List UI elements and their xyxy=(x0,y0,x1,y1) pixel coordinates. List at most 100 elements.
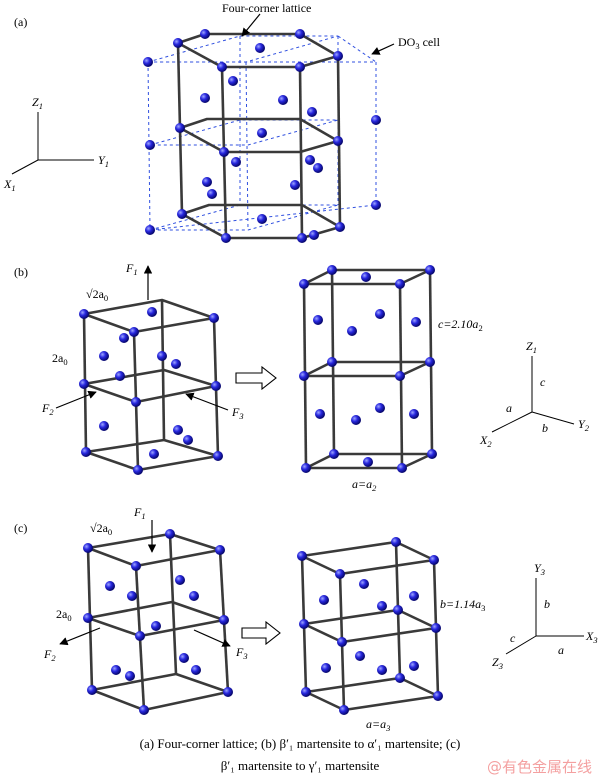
atom xyxy=(351,415,361,425)
atom xyxy=(393,605,403,615)
atom xyxy=(335,569,345,579)
edge-top-label-b: √2a0 xyxy=(86,287,108,303)
atom xyxy=(135,631,145,641)
atom xyxy=(131,561,141,571)
atom xyxy=(295,62,305,72)
axis-y1-label: Y1 xyxy=(98,153,109,169)
atom xyxy=(431,623,441,633)
atom xyxy=(223,687,233,697)
axis-c-label-c: c xyxy=(510,631,516,645)
atom xyxy=(79,379,89,389)
atom xyxy=(79,309,89,319)
atoms-cell-b-left xyxy=(79,307,223,475)
atom xyxy=(297,551,307,561)
four-corner-label: Four-corner lattice xyxy=(222,1,311,15)
atom xyxy=(377,601,387,611)
edge-side-label-b: 2a0 xyxy=(52,351,68,367)
atom xyxy=(329,449,339,459)
axis-b-label-c: b xyxy=(544,597,550,611)
atom xyxy=(133,465,143,475)
atom xyxy=(333,51,343,61)
atom xyxy=(313,315,323,325)
atom xyxy=(145,225,155,235)
cell-c-right xyxy=(300,540,440,712)
axis-y2-label-b: Y2 xyxy=(578,417,590,433)
force-f1-label-b: F1 xyxy=(125,261,138,277)
atom xyxy=(173,38,183,48)
atom xyxy=(207,189,217,199)
panel-c-label: (c) xyxy=(14,521,27,535)
atom xyxy=(391,537,401,547)
atom xyxy=(295,29,305,39)
atom xyxy=(375,309,385,319)
atom xyxy=(307,107,317,117)
edge-top-label-c: √2a0 xyxy=(90,521,112,537)
axis-x3-label-c: X3 xyxy=(585,629,598,645)
atom xyxy=(257,214,267,224)
atom xyxy=(395,279,405,289)
panel-a: (a) xyxy=(3,1,441,243)
atom xyxy=(115,371,125,381)
atoms-cell-c-left xyxy=(83,529,233,715)
atom xyxy=(127,591,137,601)
axis-z1-label-b: Z1 xyxy=(526,339,537,355)
atom xyxy=(255,43,265,53)
atom xyxy=(211,381,221,391)
four-corner-arrow xyxy=(241,13,261,37)
atom xyxy=(375,403,385,413)
atoms-panel-a xyxy=(143,29,381,243)
atom xyxy=(228,76,238,86)
panel-b: (b) xyxy=(14,261,590,493)
atom xyxy=(327,265,337,275)
atom xyxy=(81,447,91,457)
atom xyxy=(433,691,443,701)
atoms-cell-c-right xyxy=(297,537,443,715)
atom xyxy=(87,685,97,695)
atom xyxy=(219,615,229,625)
atom xyxy=(301,687,311,697)
atom xyxy=(377,665,387,675)
figure-caption-line2: β′₁ martensite to γ′₁ martensite xyxy=(220,758,380,773)
atom xyxy=(327,357,337,367)
atom xyxy=(125,671,135,681)
atom xyxy=(395,673,405,683)
atom xyxy=(99,421,109,431)
a-param-label-b: a=a2 xyxy=(352,477,377,493)
atom xyxy=(111,665,121,675)
panel-c: (c) xyxy=(14,505,598,733)
force-f2-arrow-b xyxy=(55,390,97,409)
c-param-label-b: c=2.10a2 xyxy=(438,317,483,333)
atom xyxy=(395,371,405,381)
force-f3-arrow-b xyxy=(185,392,229,411)
atom xyxy=(215,545,225,555)
atom xyxy=(299,619,309,629)
atom xyxy=(119,333,129,343)
do3-arrow xyxy=(371,43,395,55)
atom xyxy=(299,371,309,381)
force-f1-label-c: F1 xyxy=(133,505,146,521)
cell-b-left xyxy=(82,298,220,472)
atom xyxy=(301,463,311,473)
axis-y3-label-c: Y3 xyxy=(534,561,545,577)
axes-panel-c xyxy=(505,578,584,655)
atom xyxy=(177,209,187,219)
atom xyxy=(257,128,267,138)
atom xyxy=(83,613,93,623)
atom xyxy=(175,123,185,133)
force-f3-label-b: F3 xyxy=(231,405,244,421)
atom xyxy=(200,93,210,103)
atom xyxy=(145,140,155,150)
atom xyxy=(409,409,419,419)
atom xyxy=(99,351,109,361)
atom xyxy=(179,653,189,663)
atom xyxy=(151,621,161,631)
atom xyxy=(143,57,153,67)
axis-a-label-b: a xyxy=(506,401,512,415)
atom xyxy=(299,279,309,289)
atom xyxy=(231,157,241,167)
atom xyxy=(175,575,185,585)
b-param-label-c: b=1.14a3 xyxy=(440,597,485,613)
axes-panel-b xyxy=(491,356,575,433)
axis-a-label-c: a xyxy=(558,643,564,657)
atom xyxy=(139,705,149,715)
